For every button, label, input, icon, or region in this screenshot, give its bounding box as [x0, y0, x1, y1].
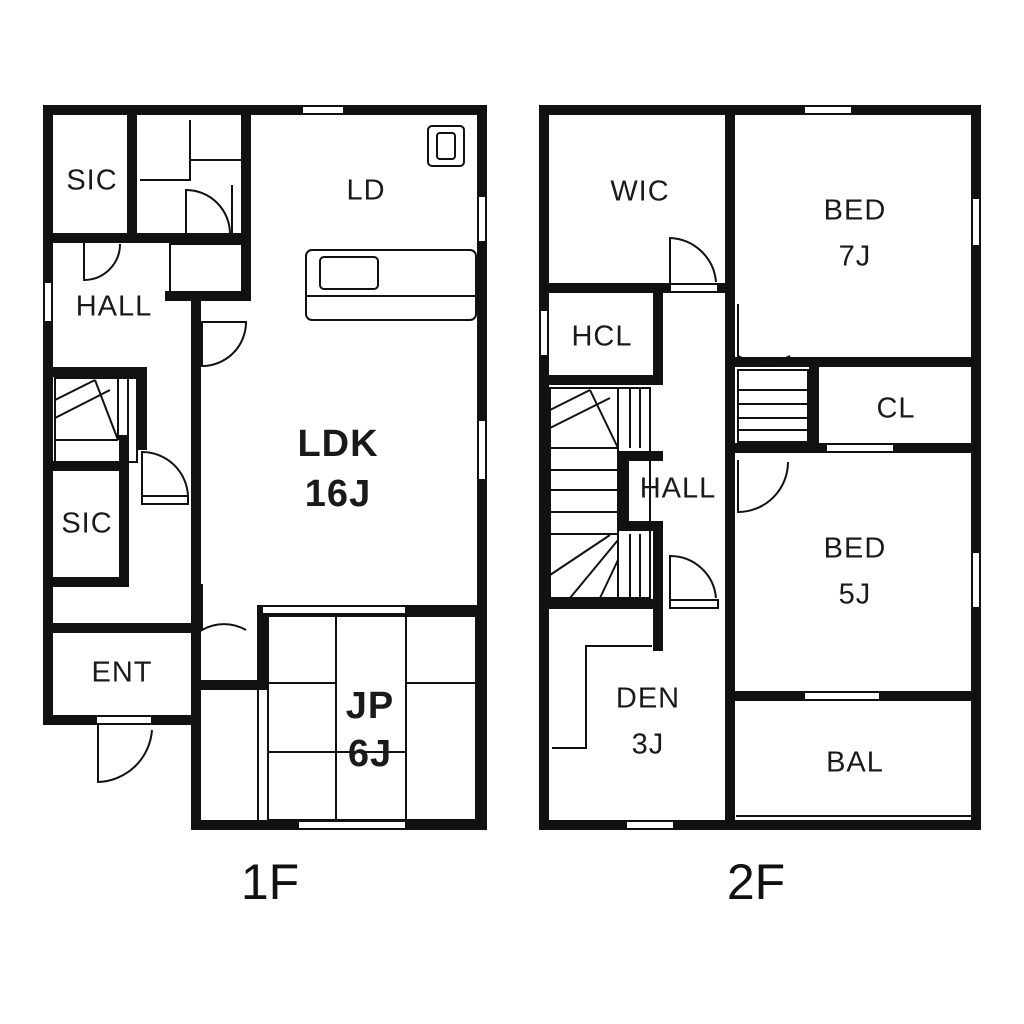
room-label-bal: BAL: [826, 747, 884, 779]
door-swings-1f: [83, 188, 248, 784]
room-size-ldk: 16J: [305, 473, 371, 515]
room-label-jp: JP: [346, 685, 394, 727]
floor-1-plan: SIC HALL LD LDK 16J SIC ENT JP 6J 1F: [43, 105, 487, 910]
room-label-cl: CL: [876, 393, 915, 425]
room-label-den: DEN: [616, 683, 680, 715]
room-label-ld: LD: [346, 175, 385, 207]
room-label-bed-2: BED: [824, 533, 887, 565]
floor-2-outer-wall: [539, 105, 981, 830]
room-label-bed-1: BED: [824, 195, 887, 227]
floor-label-2f: 2F: [727, 854, 785, 910]
room-size-den: 3J: [632, 729, 665, 761]
door-swings-2f: [653, 236, 791, 600]
floor-label-1f: 1F: [241, 854, 299, 910]
refrigerator-icon: [427, 125, 465, 167]
room-size-bed-1: 7J: [839, 241, 872, 273]
room-size-jp: 6J: [348, 733, 392, 775]
room-label-sic-bottom: SIC: [61, 508, 112, 540]
room-label-ldk: LDK: [297, 423, 378, 465]
room-label-hall-2f: HALL: [640, 473, 717, 505]
floor-1-outer-wall: [43, 105, 487, 830]
room-label-ent: ENT: [92, 657, 153, 689]
den-closet-outline: [552, 645, 652, 749]
room-label-wic: WIC: [610, 176, 669, 208]
kitchen-counter: [305, 249, 477, 321]
floor-2-plan: WIC BED 7J HCL CL HALL BED 5J DEN 3J BAL…: [539, 105, 981, 910]
room-label-hall-1f: HALL: [76, 291, 153, 323]
room-label-hcl: HCL: [571, 321, 632, 353]
room-size-bed-2: 5J: [839, 579, 872, 611]
windows-2f: [539, 105, 981, 830]
staircase-2f: [549, 387, 651, 599]
storage-shelves: [140, 120, 243, 293]
staircase-1f: [54, 377, 138, 463]
stair-treads-cl: [737, 369, 809, 443]
windows-1f: [43, 105, 487, 830]
room-label-sic-top: SIC: [66, 165, 117, 197]
